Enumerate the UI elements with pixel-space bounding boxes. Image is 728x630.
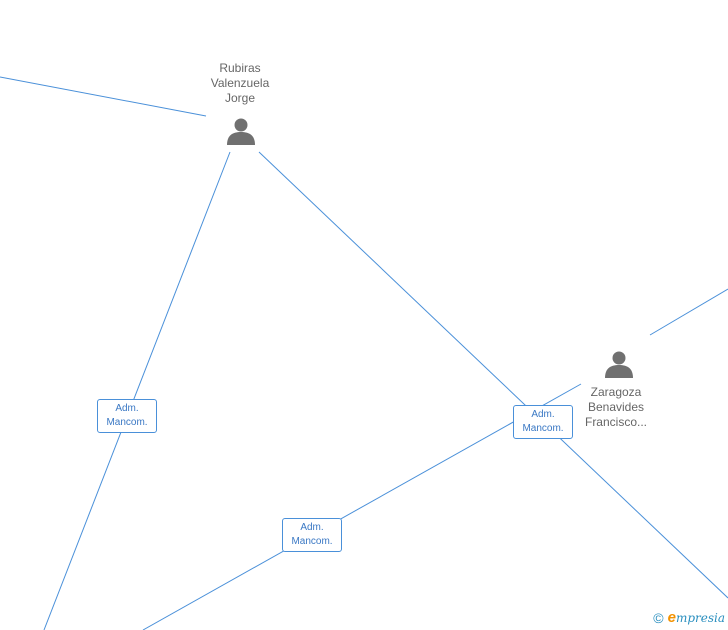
edge-line: [258, 151, 728, 599]
person-icon[interactable]: [604, 349, 634, 379]
edge-line: [0, 76, 207, 117]
watermark: © e mpresia: [653, 609, 725, 626]
edge-line: [142, 383, 582, 630]
node-label-line: Valenzuela: [210, 76, 270, 90]
edge-label-line: Adm.: [531, 409, 555, 420]
person-icon[interactable]: [226, 116, 256, 146]
node-label-line: Jorge: [224, 91, 256, 105]
edge-label-line: Mancom.: [106, 417, 148, 428]
node-label-line: Benavides: [587, 400, 645, 414]
edge-label-line: Mancom.: [522, 423, 564, 434]
node-label-zaragoza[interactable]: Zaragoza Benavides Francisco...: [566, 385, 666, 430]
edge-label-adm-mancom[interactable]: Adm. Mancom.: [97, 399, 157, 433]
edge-line: [649, 288, 728, 336]
edge-label-line: Adm.: [115, 403, 139, 414]
copyright-icon: ©: [653, 609, 664, 626]
edge-label-line: Mancom.: [291, 536, 333, 547]
edge-label-adm-mancom[interactable]: Adm. Mancom.: [282, 518, 342, 552]
brand-logo-e: e: [667, 609, 676, 626]
edge-line: [43, 151, 231, 630]
edge-label-adm-mancom[interactable]: Adm. Mancom.: [513, 405, 573, 439]
node-label-line: Zaragoza: [590, 385, 642, 399]
brand-logo-text: mpresia: [675, 610, 725, 625]
edge-label-line: Adm.: [300, 522, 324, 533]
node-label-line: Francisco...: [584, 415, 647, 429]
node-label-line: Rubiras: [219, 61, 261, 75]
node-label-rubiras[interactable]: Rubiras Valenzuela Jorge: [190, 61, 290, 106]
